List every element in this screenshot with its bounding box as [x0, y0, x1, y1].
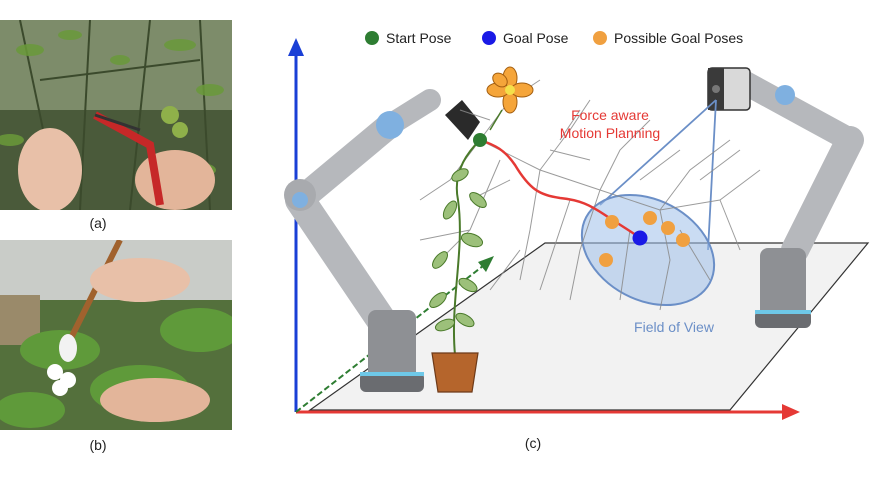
start-pose-marker [473, 133, 487, 147]
caption-c: (c) [525, 435, 541, 451]
possible-goal-markers [599, 211, 690, 267]
camera-icon [707, 67, 751, 111]
x-axis-arrow [782, 404, 800, 420]
legend-possible-label: Possible Goal Poses [614, 30, 743, 46]
plant-pot [431, 352, 479, 393]
photo-panel-a [0, 20, 232, 210]
main-diagram: Force aware Motion Planning Field of Vie… [284, 30, 870, 451]
goal-pose-marker [632, 230, 648, 246]
right-robot-arm [728, 68, 864, 328]
legend-goal-label: Goal Pose [503, 30, 569, 46]
photo-panel-b [0, 240, 232, 430]
branch-network [419, 79, 761, 311]
pruning-photo-illustration [0, 20, 232, 210]
pollination-photo-illustration [0, 240, 232, 430]
z-axis-arrow [288, 38, 304, 56]
legend-possible-swatch [593, 31, 607, 45]
caption-b: (b) [89, 437, 107, 453]
legend-start-label: Start Pose [386, 30, 452, 46]
planning-label-line1: Force aware [571, 107, 649, 123]
legend: Start Pose Goal Pose Possible Goal Poses [365, 30, 743, 46]
planning-label-line2: Motion Planning [560, 125, 660, 141]
legend-goal-swatch [482, 31, 496, 45]
flower-icon [486, 66, 534, 131]
caption-a: (a) [89, 215, 107, 231]
field-of-view-label: Field of View [634, 319, 715, 335]
legend-start-swatch [365, 31, 379, 45]
left-robot-arm [284, 89, 480, 392]
y-axis-arrow [478, 256, 494, 272]
fov-cone-lines [599, 99, 717, 251]
plant [429, 139, 487, 356]
